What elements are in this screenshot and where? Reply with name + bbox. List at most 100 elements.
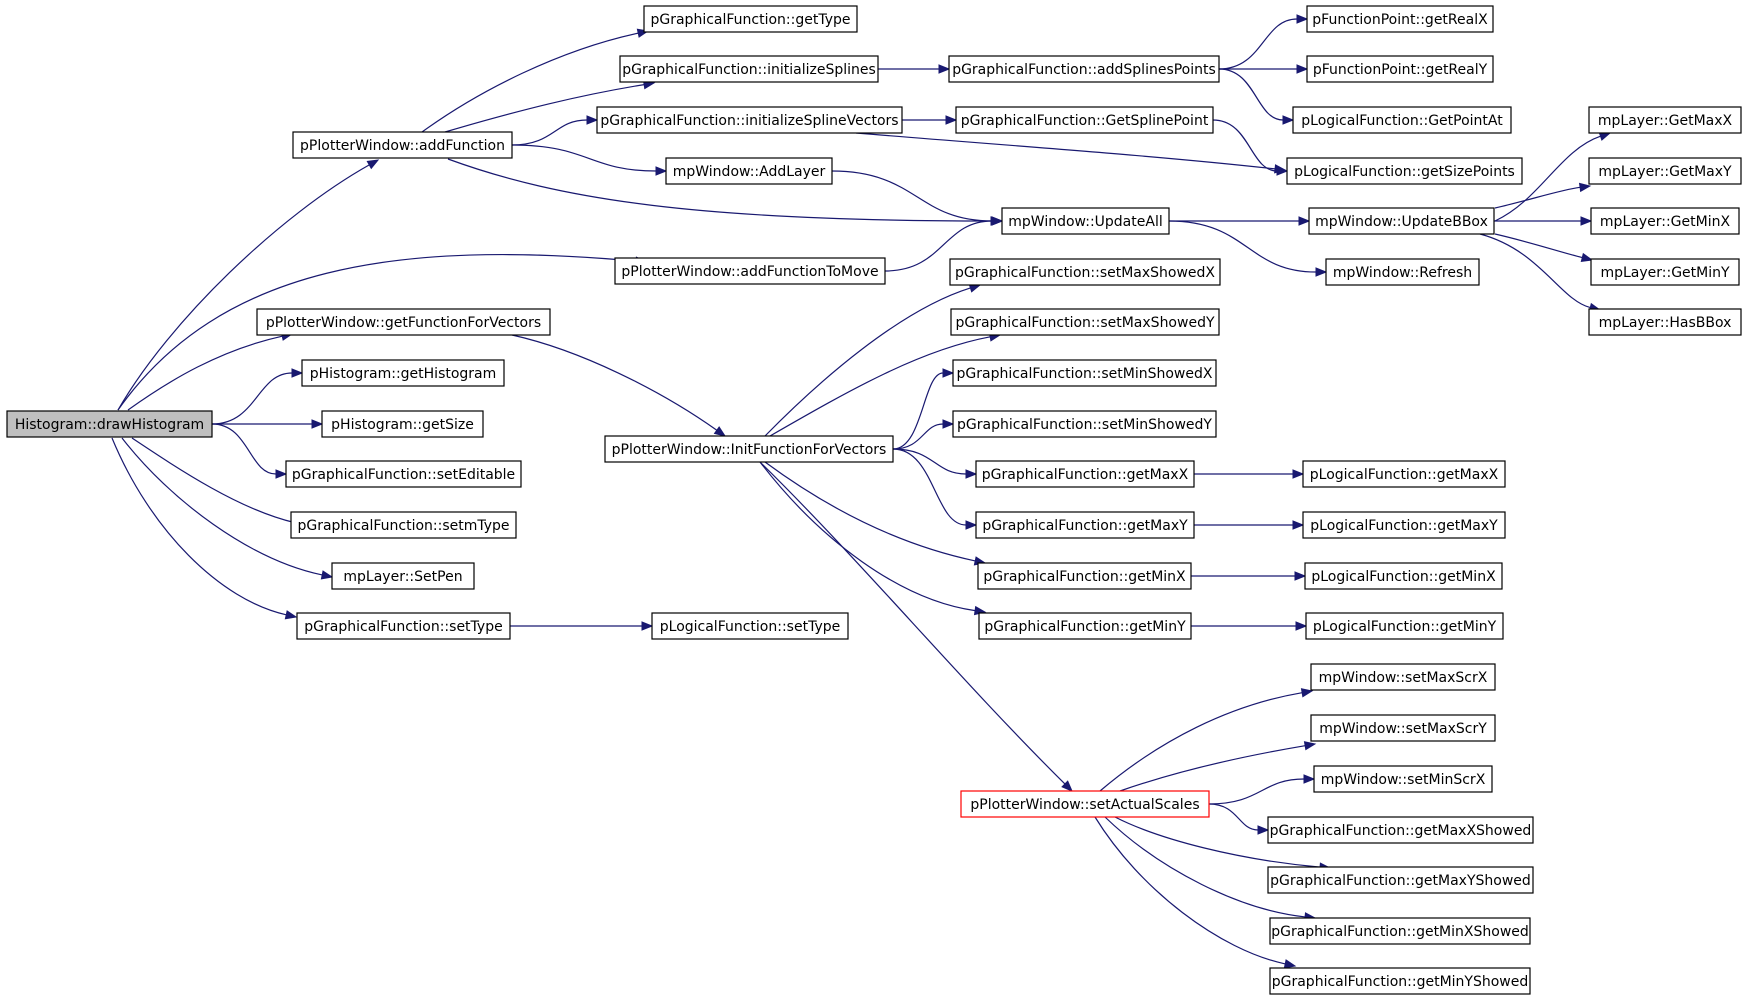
- edge-line: [892, 423, 944, 450]
- node-box: [651, 612, 849, 640]
- node-pgraphicalfunction-addsplinespoints[interactable]: pGraphicalFunction::addSplinesPoints: [948, 55, 1220, 83]
- node-pgraphicalfunction-setmaxshowedx[interactable]: pGraphicalFunction::setMaxShowedX: [949, 258, 1221, 286]
- node-pgraphicalfunction-setminshowedx[interactable]: pGraphicalFunction::setMinShowedX: [952, 359, 1217, 387]
- edge-line: [764, 287, 971, 437]
- node-label: pLogicalFunction::GetPointAt: [1301, 113, 1503, 129]
- node-histogram-drawhistogram[interactable]: Histogram::drawHistogram: [6, 410, 213, 438]
- node-pfunctionpoint-getrealy[interactable]: pFunctionPoint::getRealY: [1306, 55, 1494, 83]
- node-label: mpLayer::GetMaxY: [1598, 164, 1732, 180]
- edge-pplotterwindow-setactualscales-to-mpwindow-setmaxscrx: [1099, 688, 1314, 792]
- node-mpwindow-updateall[interactable]: mpWindow::UpdateAll: [1001, 207, 1170, 235]
- node-mpwindow-addlayer[interactable]: mpWindow::AddLayer: [665, 157, 833, 185]
- node-pplotterwindow-addfunctiontomove[interactable]: pPlotterWindow::addFunctionToMove: [614, 257, 886, 285]
- node-label: mpWindow::setMaxScrY: [1319, 721, 1487, 737]
- node-box: [301, 359, 505, 387]
- edge-arrowhead: [965, 520, 978, 530]
- node-mplayer-hasbbox[interactable]: mpLayer::HasBBox: [1588, 308, 1742, 336]
- node-mplayer-getmaxy[interactable]: mpLayer::GetMaxY: [1588, 157, 1742, 185]
- node-pgraphicalfunction-getsplinepoint[interactable]: pGraphicalFunction::GetSplinePoint: [955, 106, 1214, 134]
- node-box: [977, 562, 1192, 590]
- node-mplayer-getminx[interactable]: mpLayer::GetMinX: [1590, 207, 1740, 235]
- node-pplotterwindow-addfunction[interactable]: pPlotterWindow::addFunction: [292, 131, 513, 159]
- edge-line: [1218, 18, 1298, 70]
- node-pgraphicalfunction-getmaxyshowed[interactable]: pGraphicalFunction::getMaxYShowed: [1267, 866, 1534, 894]
- edge-pgraphicalfunction-addsplinespoints-to-pfunctionpoint-getrealy: [1219, 64, 1309, 74]
- node-pgraphicalfunction-seteditable[interactable]: pGraphicalFunction::setEditable: [285, 460, 522, 488]
- node-label: pGraphicalFunction::getMinYShowed: [1272, 974, 1529, 990]
- edge-line: [1119, 745, 1306, 792]
- edge-line: [831, 170, 993, 222]
- edge-histogram-drawhistogram-to-mplayer-setpen: [121, 437, 334, 580]
- node-box: [975, 511, 1195, 539]
- node-plogicalfunction-getsizepoints[interactable]: pLogicalFunction::getSizePoints: [1286, 157, 1523, 185]
- edge-arrowhead: [965, 469, 978, 479]
- edge-line: [759, 461, 976, 612]
- node-mpwindow-refresh[interactable]: mpWindow::Refresh: [1325, 258, 1480, 286]
- node-pgraphicalfunction-getminx[interactable]: pGraphicalFunction::getMinX: [977, 562, 1192, 590]
- edge-line: [1114, 816, 1321, 868]
- node-plogicalfunction-getminx[interactable]: pLogicalFunction::getMinX: [1304, 562, 1503, 590]
- node-box: [1588, 157, 1742, 185]
- node-pplotterwindow-setactualscales[interactable]: pPlotterWindow::setActualScales: [960, 790, 1210, 818]
- node-plogicalfunction-getmaxx[interactable]: pLogicalFunction::getMaxX: [1302, 460, 1506, 488]
- edge-pgraphicalfunction-getminy-to-plogicalfunction-getminy: [1191, 621, 1308, 631]
- node-pplotterwindow-initfunctionforvectors[interactable]: pPlotterWindow::InitFunctionForVectors: [604, 435, 894, 463]
- node-pgraphicalfunction-setmaxshowedy[interactable]: pGraphicalFunction::setMaxShowedY: [950, 308, 1220, 336]
- node-box: [1267, 816, 1534, 844]
- node-pgraphicalfunction-getminyshowed[interactable]: pGraphicalFunction::getMinYShowed: [1269, 967, 1531, 995]
- node-pgraphicalfunction-settype[interactable]: pGraphicalFunction::setType: [296, 612, 511, 640]
- edge-pplotterwindow-addfunction-to-mpwindow-addlayer: [511, 144, 668, 176]
- node-pgraphicalfunction-initializesplinevectors[interactable]: pGraphicalFunction::initializeSplineVect…: [596, 106, 903, 134]
- edge-line: [421, 32, 639, 133]
- node-pfunctionpoint-getrealx[interactable]: pFunctionPoint::getRealX: [1306, 5, 1494, 33]
- node-mpwindow-updatebbox[interactable]: mpWindow::UpdateBBox: [1308, 207, 1495, 235]
- node-box: [643, 5, 858, 33]
- node-pgraphicalfunction-getminy[interactable]: pGraphicalFunction::getMinY: [978, 612, 1192, 640]
- node-label: mpLayer::GetMinY: [1600, 265, 1730, 281]
- edge-line: [444, 84, 645, 133]
- node-pgraphicalfunction-setmtype[interactable]: pGraphicalFunction::setmType: [290, 511, 517, 539]
- node-pplotterwindow-getfunctionforvectors[interactable]: pPlotterWindow::getFunctionForVectors: [256, 308, 551, 336]
- node-phistogram-gethistogram[interactable]: pHistogram::getHistogram: [301, 359, 505, 387]
- node-label: pGraphicalFunction::getMaxY: [982, 518, 1188, 534]
- edge-line: [447, 158, 992, 222]
- node-plogicalfunction-getmaxy[interactable]: pLogicalFunction::getMaxY: [1302, 511, 1506, 539]
- node-plogicalfunction-getminy[interactable]: pLogicalFunction::getMinY: [1305, 612, 1504, 640]
- node-pgraphicalfunction-initializesplines[interactable]: pGraphicalFunction::initializeSplines: [619, 55, 879, 83]
- edge-pplotterwindow-getfunctionforvectors-to-pplotterwindow-initfunctionforvectors: [511, 334, 727, 437]
- node-label: pGraphicalFunction::GetSplinePoint: [961, 113, 1209, 129]
- node-label: pLogicalFunction::getMaxX: [1310, 467, 1499, 483]
- edge-pgraphicalfunction-getmaxy-to-plogicalfunction-getmaxy: [1194, 520, 1305, 530]
- node-box: [952, 410, 1217, 438]
- node-mpwindow-setminscrx[interactable]: mpWindow::setMinScrX: [1313, 765, 1493, 793]
- edge-arrowhead: [938, 64, 951, 74]
- node-pgraphicalfunction-gettype[interactable]: pGraphicalFunction::getType: [643, 5, 858, 33]
- node-label: pGraphicalFunction::getType: [650, 12, 850, 28]
- node-pgraphicalfunction-setminshowedy[interactable]: pGraphicalFunction::setMinShowedY: [952, 410, 1217, 438]
- edge-histogram-drawhistogram-to-pgraphicalfunction-setmtype: [131, 437, 307, 528]
- edge-line: [511, 334, 718, 431]
- node-pgraphicalfunction-getminxshowed[interactable]: pGraphicalFunction::getMinXShowed: [1269, 917, 1531, 945]
- node-mplayer-getmaxx[interactable]: mpLayer::GetMaxX: [1588, 106, 1742, 134]
- node-pgraphicalfunction-getmaxxshowed[interactable]: pGraphicalFunction::getMaxXShowed: [1267, 816, 1534, 844]
- node-plogicalfunction-getpointat[interactable]: pLogicalFunction::GetPointAt: [1292, 106, 1512, 134]
- node-label: mpLayer::SetPen: [343, 569, 462, 585]
- node-mplayer-getminy[interactable]: mpLayer::GetMinY: [1590, 258, 1740, 286]
- edge-pplotterwindow-initfunctionforvectors-to-pgraphicalfunction-getmaxx: [892, 448, 978, 479]
- node-phistogram-getsize[interactable]: pHistogram::getSize: [321, 410, 484, 438]
- node-mpwindow-setmaxscry[interactable]: mpWindow::setMaxScrY: [1310, 714, 1496, 742]
- node-box: [1306, 5, 1494, 33]
- edge-line: [892, 372, 944, 450]
- node-label: mpWindow::Refresh: [1333, 265, 1472, 281]
- node-mpwindow-setmaxscrx[interactable]: mpWindow::setMaxScrX: [1310, 663, 1496, 691]
- node-plogicalfunction-settype[interactable]: pLogicalFunction::setType: [651, 612, 849, 640]
- node-box: [1588, 308, 1742, 336]
- node-label: pGraphicalFunction::setMinShowedY: [957, 417, 1212, 433]
- node-mplayer-setpen[interactable]: mpLayer::SetPen: [331, 562, 475, 590]
- edge-arrowhead: [641, 621, 654, 631]
- edge-arrowhead: [655, 166, 668, 176]
- edge-pplotterwindow-initfunctionforvectors-to-pgraphicalfunction-getminx: [764, 461, 987, 566]
- node-box: [1590, 258, 1740, 286]
- node-pgraphicalfunction-getmaxy[interactable]: pGraphicalFunction::getMaxY: [975, 511, 1195, 539]
- node-pgraphicalfunction-getmaxx[interactable]: pGraphicalFunction::getMaxX: [975, 460, 1195, 488]
